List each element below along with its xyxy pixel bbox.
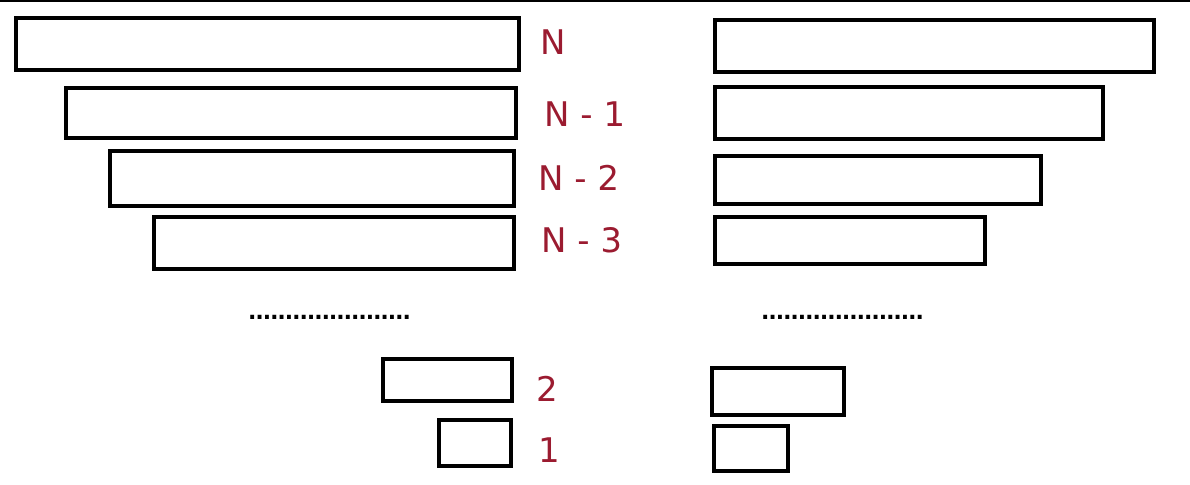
level-label-1: 1 [538,431,560,471]
left-ellipsis: ...................... [248,300,411,325]
right-bar-level-n-1 [713,85,1105,141]
left-bar-level-n-2 [108,149,516,208]
level-label-2: 2 [536,370,558,410]
level-label-n-2: N - 2 [538,159,619,199]
left-bar-level-1 [437,418,513,468]
left-bar-level-n-3 [152,215,516,271]
level-label-n: N [540,23,566,63]
right-bar-level-n [713,18,1156,74]
left-bar-level-n-1 [64,86,518,140]
right-ellipsis: ...................... [761,300,924,325]
right-bar-level-n-3 [713,215,987,266]
left-bar-level-n [14,16,521,72]
level-label-n-1: N - 1 [544,95,625,135]
right-bar-level-2 [710,366,846,417]
right-bar-level-1 [712,424,790,473]
top-border-line [0,0,1190,2]
left-bar-level-2 [381,357,514,403]
level-label-n-3: N - 3 [541,221,622,261]
right-bar-level-n-2 [713,154,1043,206]
